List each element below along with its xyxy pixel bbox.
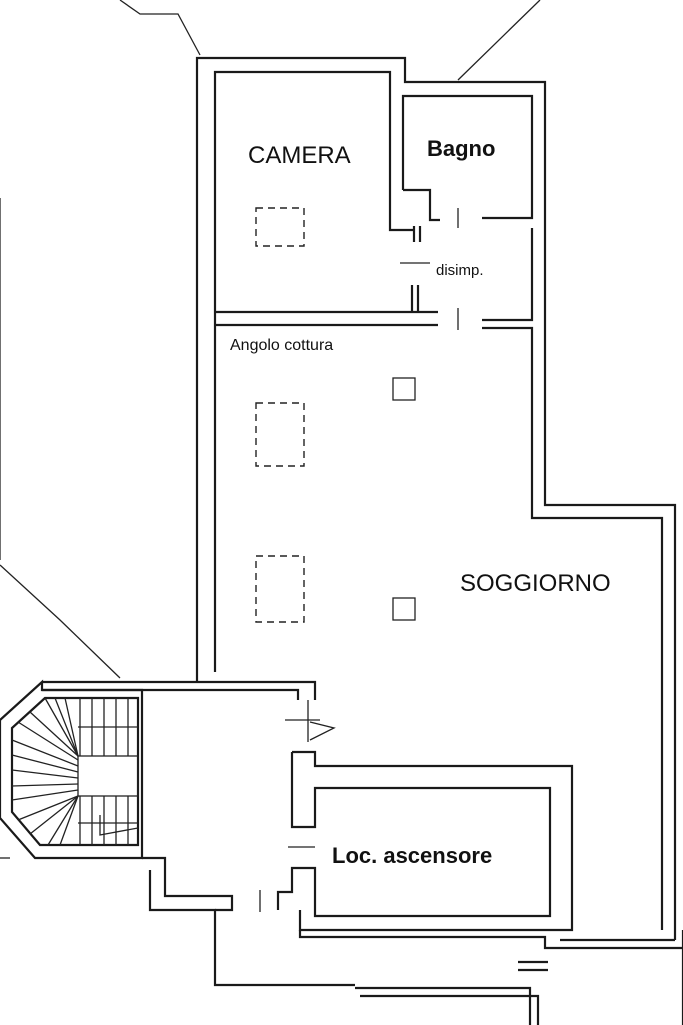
bagno-entry-wall bbox=[403, 188, 440, 222]
room-label-ascensore: Loc. ascensore bbox=[332, 843, 493, 868]
pillar-upper bbox=[392, 377, 416, 401]
pillars bbox=[392, 377, 416, 621]
context-line-lower-left bbox=[0, 564, 121, 679]
context-line-top-right bbox=[457, 0, 541, 81]
stair-top-wall bbox=[42, 680, 317, 700]
stair-core bbox=[77, 755, 139, 797]
outer-wall-inner-line-left bbox=[213, 70, 414, 672]
context-line-top-left bbox=[119, 0, 201, 56]
staircase bbox=[0, 679, 144, 860]
room-label-camera: CAMERA bbox=[248, 142, 351, 169]
dashed-markers bbox=[255, 207, 305, 623]
cottura-dashed-marker bbox=[255, 402, 305, 467]
lift-inner-wall bbox=[276, 752, 552, 918]
camera-dashed-marker bbox=[255, 207, 305, 247]
outer-wall-outer-line bbox=[195, 56, 677, 940]
bagno-walls bbox=[401, 94, 534, 220]
outer-walls bbox=[195, 56, 683, 1025]
lift-outer-wall bbox=[292, 750, 574, 932]
room-label-soggiorno: SOGGIORNO bbox=[460, 570, 611, 597]
room-label-disimpegno: disimp. bbox=[436, 262, 484, 279]
context-lines bbox=[0, 0, 541, 859]
room-label-angolo-cottura: Angolo cottura bbox=[230, 337, 334, 354]
landing-wall bbox=[142, 856, 234, 912]
room-label-bagno: Bagno bbox=[427, 136, 496, 161]
entry-door-swing bbox=[309, 721, 336, 741]
corridor-lower-wall bbox=[355, 986, 532, 1025]
stair-outline bbox=[0, 679, 144, 860]
pillar-lower bbox=[392, 597, 416, 621]
soggiorno-right-wall bbox=[482, 326, 664, 930]
disimpegno-right-wall bbox=[482, 228, 534, 322]
interior-walls bbox=[215, 208, 459, 330]
soggiorno-dashed-marker bbox=[255, 555, 305, 623]
stair-direction-arrow bbox=[99, 815, 139, 836]
corridor-wall-upper bbox=[298, 930, 683, 950]
landing-lower-wall bbox=[148, 870, 355, 987]
stair-outline-inner bbox=[10, 696, 140, 847]
corridor-lower-wall-2 bbox=[360, 994, 540, 1025]
